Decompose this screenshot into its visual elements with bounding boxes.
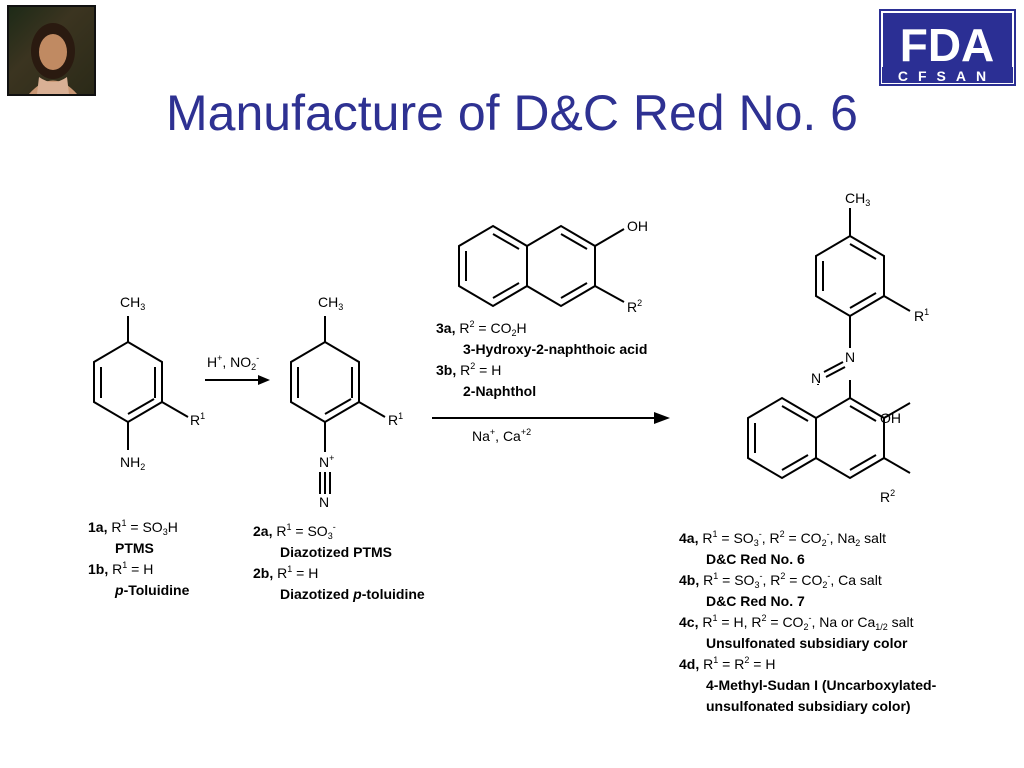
n-plus-label: N+	[319, 453, 335, 471]
compound-4c-name: Unsulfonated subsidiary color	[706, 635, 908, 651]
oh-label-3: OH	[627, 218, 648, 234]
compound-3a-name: 3-Hydroxy-2-naphthoic acid	[463, 341, 648, 357]
compound-list-4: 4a, R1 = SO3-, R2 = CO2-, Na2 salt D&C R…	[679, 528, 936, 717]
compound-4a-name: D&C Red No. 6	[706, 551, 805, 567]
compound-2b: 2b, R1 = H	[253, 564, 319, 582]
diazo-structure	[290, 316, 386, 494]
presenter-photo	[7, 5, 96, 96]
compound-4d: 4d, R1 = R2 = H	[679, 655, 776, 673]
naphthol-structure	[458, 224, 625, 308]
compound-3a: 3a, R2 = CO2H	[436, 319, 527, 338]
compound-1a: 1a, R1 = SO3H	[88, 518, 178, 537]
arrow2-reagents: Na+, Ca+2	[472, 427, 532, 445]
compound-2a-name: Diazotized PTMS	[280, 544, 393, 560]
compound-2a: 2a, R1 = SO3-	[253, 522, 336, 541]
azo-n1-label: N	[845, 349, 856, 365]
logo-main-text: FDA	[900, 19, 995, 71]
compound-4d-name: 4-Methyl-Sudan I (Uncarboxylated-	[706, 677, 937, 693]
r1-label-4: R1	[914, 307, 930, 325]
arrow1-reagents: H+, NO2-	[207, 353, 260, 372]
compound-3b-name: 2-Naphthol	[463, 383, 537, 399]
logo-sub-text: CFSAN	[898, 68, 996, 84]
fda-cfsan-logo: FDA CFSAN	[879, 9, 1016, 86]
compound-1a-name: PTMS	[115, 540, 154, 556]
compound-2b-name: Diazotized p-toluidine	[280, 586, 425, 602]
oh-label-4: OH	[880, 410, 901, 426]
ch3-label-2: CH3	[318, 294, 344, 312]
ch3-label-4: CH3	[845, 190, 871, 208]
compound-1b: 1b, R1 = H	[88, 560, 154, 578]
compound-3b: 3b, R2 = H	[436, 361, 502, 379]
compound-list-2: 2a, R1 = SO3- Diazotized PTMS 2b, R1 = H…	[253, 521, 425, 605]
compound-4d-name-cont: unsulfonated subsidiary color)	[706, 698, 911, 714]
n-label: N	[319, 494, 330, 510]
ch3-label-1: CH3	[120, 294, 146, 312]
compound-list-1: 1a, R1 = SO3H PTMS 1b, R1 = H p-Toluidin…	[88, 517, 189, 601]
toluidine-structure	[93, 316, 189, 450]
compound-4b-name: D&C Red No. 7	[706, 593, 805, 609]
r1-label-1: R1	[190, 411, 206, 429]
r2-label-4: R2	[880, 488, 896, 506]
compound-1b-name: p-Toluidine	[115, 582, 190, 598]
compound-4b: 4b, R1 = SO3-, R2 = CO2-, Ca salt	[679, 571, 882, 590]
azo-n2-label: N	[811, 370, 822, 386]
compound-list-3: 3a, R2 = CO2H 3-Hydroxy-2-naphthoic acid…	[436, 318, 647, 402]
r2-label-3: R2	[627, 298, 643, 316]
nh2-label: NH2	[120, 454, 146, 472]
compound-4c: 4c, R1 = H, R2 = CO2-, Na or Ca1/2 salt	[679, 613, 914, 632]
compound-4a: 4a, R1 = SO3-, R2 = CO2-, Na2 salt	[679, 529, 886, 548]
r1-label-2: R1	[388, 411, 404, 429]
page-title: Manufacture of D&C Red No. 6	[166, 85, 858, 141]
